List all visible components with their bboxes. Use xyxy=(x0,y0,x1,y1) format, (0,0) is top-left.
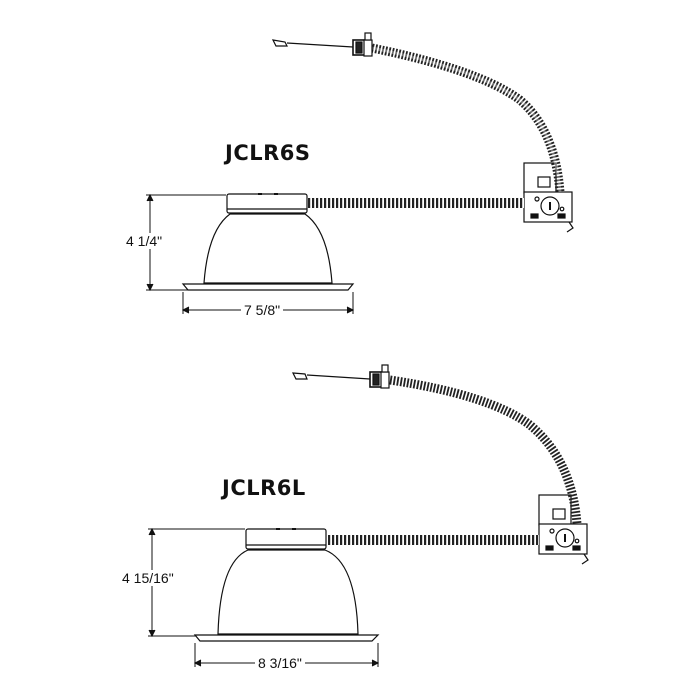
flex-conduit-curved xyxy=(371,43,565,193)
fixture-jclr6l xyxy=(148,364,589,667)
junction-box-icon xyxy=(523,162,574,233)
width-label: 7 5/8" xyxy=(241,302,284,318)
height-label: 4 15/16" xyxy=(120,570,176,586)
flex-conduit-straight xyxy=(326,535,539,545)
flex-conduit-curved xyxy=(389,375,582,525)
model-label: JCLR6S xyxy=(225,141,311,165)
flex-conduit-straight xyxy=(307,198,524,208)
downlight-housing-icon xyxy=(193,528,380,642)
model-label: JCLR6L xyxy=(222,476,306,500)
fixture-jclr6s xyxy=(146,32,574,314)
conduit-connector-icon xyxy=(352,32,373,57)
height-label: 4 1/4" xyxy=(124,233,165,249)
wire-connector-icon xyxy=(291,372,308,380)
downlight-housing-icon xyxy=(181,193,355,291)
conduit-connector-icon xyxy=(369,364,390,389)
wire-connector-icon xyxy=(271,39,288,47)
junction-box-icon xyxy=(538,494,589,565)
width-label: 8 3/16" xyxy=(255,655,305,671)
